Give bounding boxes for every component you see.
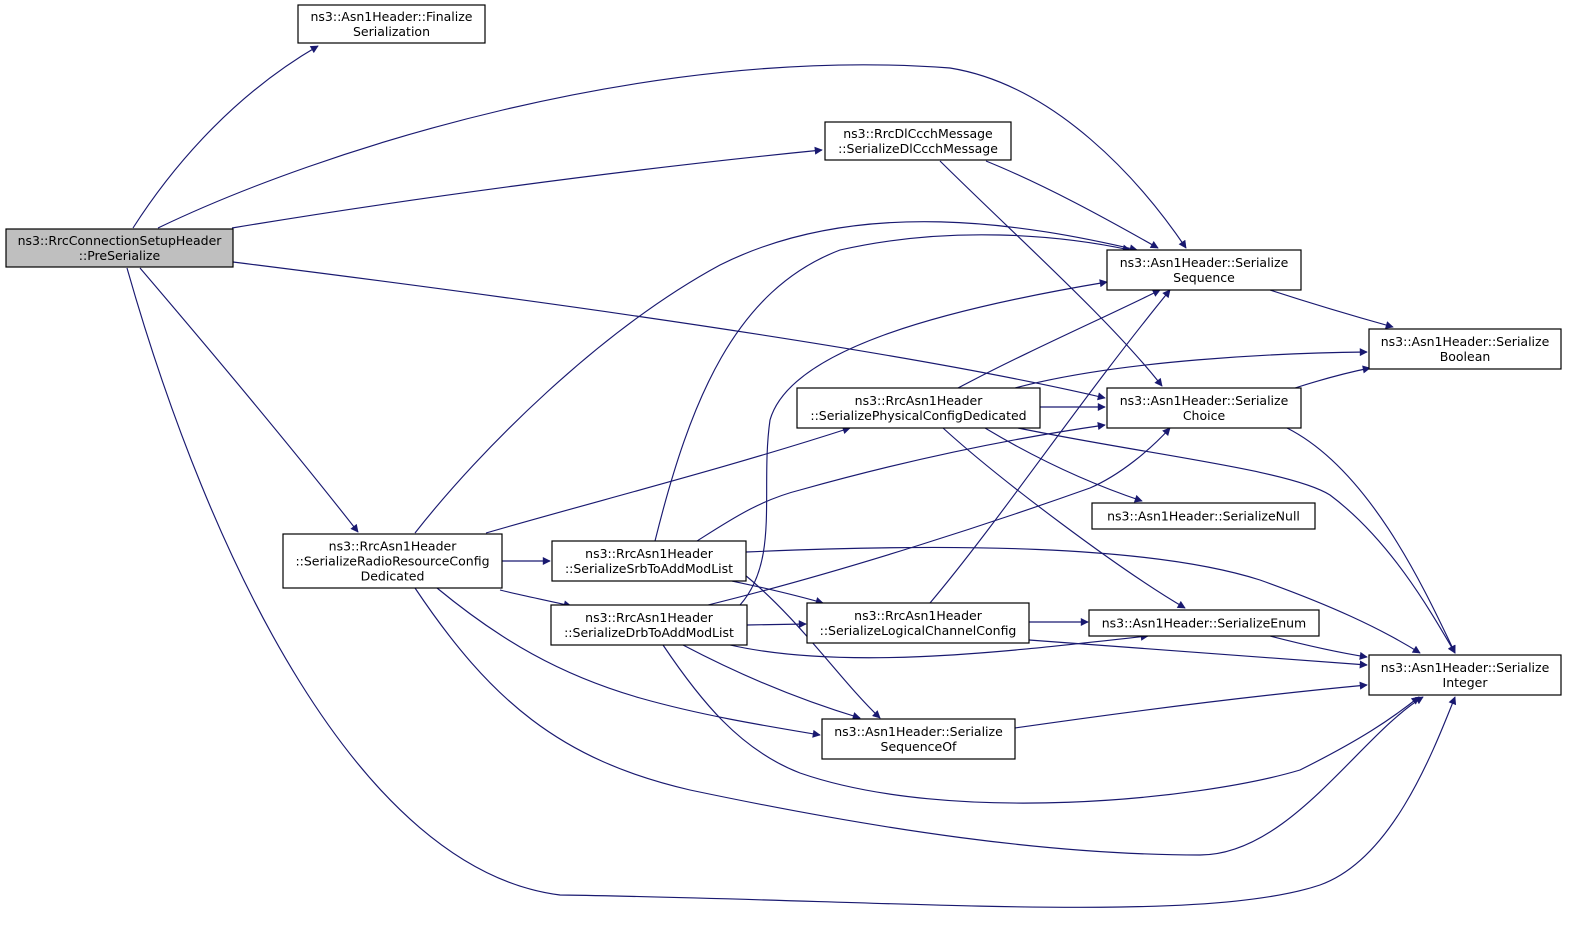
node-label-serializePhysicalConfigDedicated-line-0: ns3::RrcAsn1Header bbox=[855, 393, 984, 408]
edge-serializeDrbToAddModList-to-serializeLogicalChannelConfig bbox=[746, 620, 807, 629]
edge-serializeSrbToAddModList-to-serializeSequence bbox=[654, 234, 1131, 542]
node-label-serializeSequenceOf-line-0: ns3::Asn1Header::Serialize bbox=[834, 724, 1003, 739]
edge-serializeEnum-to-serializeInteger bbox=[1269, 635, 1368, 660]
edge-serializeDrbToAddModList-to-serializeChoice bbox=[707, 427, 1171, 606]
node-label-serializeDlCcchMessage-line-0: ns3::RrcDlCcchMessage bbox=[843, 126, 993, 141]
edge-serializeSrbToAddModList-to-serializeLogicalChannelConfig bbox=[731, 580, 824, 605]
node-serializePhysicalConfigDedicated[interactable]: ns3::RrcAsn1Header::SerializePhysicalCon… bbox=[796, 387, 1041, 429]
edge-serializePhysicalConfigDedicated-to-serializeNull bbox=[984, 427, 1143, 503]
node-box-serializeNull[interactable] bbox=[1091, 502, 1316, 530]
edge-serializeRadioResourceConfigDedicated-to-serializeSequenceOf bbox=[436, 587, 821, 738]
node-box-finalizeSerialization[interactable] bbox=[297, 4, 486, 44]
edge-preSerialize-to-serializeSequence bbox=[157, 64, 1187, 249]
node-label-preSerialize-line-0: ns3::RrcConnectionSetupHeader bbox=[18, 233, 223, 248]
node-box-serializeSrbToAddModList[interactable] bbox=[551, 540, 747, 582]
node-box-serializeSequenceOf[interactable] bbox=[821, 718, 1016, 760]
node-label-serializeDrbToAddModList-line-1: ::SerializeDrbToAddModList bbox=[564, 625, 734, 640]
edge-preSerialize-to-serializeRadioResourceConfigDedicated bbox=[139, 267, 359, 533]
edge-serializePhysicalConfigDedicated-to-serializeBoolean bbox=[1014, 348, 1368, 389]
node-serializeNull[interactable]: ns3::Asn1Header::SerializeNull bbox=[1091, 502, 1316, 530]
node-box-preSerialize[interactable] bbox=[5, 228, 234, 268]
node-label-serializeSequence-line-1: Sequence bbox=[1173, 270, 1235, 285]
node-label-serializeInteger-line-1: Integer bbox=[1443, 675, 1489, 690]
edge-serializeChoice-to-serializeBoolean bbox=[1294, 365, 1371, 389]
node-label-serializePhysicalConfigDedicated-line-1: ::SerializePhysicalConfigDedicated bbox=[810, 408, 1026, 423]
edge-serializeDrbToAddModList-to-serializeSequenceOf bbox=[682, 644, 861, 720]
edge-serializeChoice-to-serializeInteger bbox=[1286, 427, 1456, 654]
node-box-serializeSequence[interactable] bbox=[1106, 249, 1302, 291]
node-label-finalizeSerialization-line-1: Serialization bbox=[353, 24, 430, 39]
node-label-serializeNull-line-0: ns3::Asn1Header::SerializeNull bbox=[1107, 509, 1300, 524]
node-label-serializeDlCcchMessage-line-1: ::SerializeDlCcchMessage bbox=[838, 141, 998, 156]
node-label-serializeBoolean-line-0: ns3::Asn1Header::Serialize bbox=[1381, 334, 1550, 349]
edge-serializeRadioResourceConfigDedicated-to-serializeInteger bbox=[414, 587, 1424, 856]
edge-serializePhysicalConfigDedicated-to-serializeEnum bbox=[942, 427, 1186, 609]
node-box-serializeEnum[interactable] bbox=[1088, 609, 1320, 637]
nodes-layer: ns3::RrcConnectionSetupHeader::PreSerial… bbox=[5, 4, 1562, 760]
edge-serializeDrbToAddModList-to-serializeEnum bbox=[729, 632, 1149, 659]
node-preSerialize[interactable]: ns3::RrcConnectionSetupHeader::PreSerial… bbox=[5, 228, 234, 268]
edge-serializePhysicalConfigDedicated-to-serializeSequence bbox=[957, 289, 1161, 389]
node-label-serializeLogicalChannelConfig-line-1: ::SerializeLogicalChannelConfig bbox=[820, 623, 1017, 638]
node-box-serializeInteger[interactable] bbox=[1368, 654, 1562, 696]
node-box-serializeLogicalChannelConfig[interactable] bbox=[806, 602, 1030, 644]
edge-serializeLogicalChannelConfig-to-serializeSequence bbox=[929, 289, 1171, 604]
edge-serializeSrbToAddModList-to-serializeSequenceOf bbox=[744, 574, 881, 719]
edge-serializeRadioResourceConfigDedicated-to-serializePhysicalConfigDedicated bbox=[485, 426, 851, 534]
node-box-serializeRadioResourceConfigDedicated[interactable] bbox=[282, 533, 503, 589]
edge-preSerialize-to-serializeChoice bbox=[232, 261, 1106, 401]
edges-layer bbox=[126, 45, 1457, 908]
node-box-serializeDrbToAddModList[interactable] bbox=[550, 604, 748, 646]
node-label-serializeRadioResourceConfigDedicated-line-1: ::SerializeRadioResourceConfig bbox=[295, 554, 489, 569]
edge-serializePhysicalConfigDedicated-to-serializeInteger bbox=[1017, 427, 1456, 654]
node-box-serializeDlCcchMessage[interactable] bbox=[824, 121, 1012, 161]
node-label-serializeRadioResourceConfigDedicated-line-0: ns3::RrcAsn1Header bbox=[329, 539, 458, 554]
edge-serializeSrbToAddModList-to-serializeInteger bbox=[745, 546, 1421, 654]
node-label-serializeBoolean-line-1: Boolean bbox=[1440, 349, 1491, 364]
node-label-serializeInteger-line-0: ns3::Asn1Header::Serialize bbox=[1381, 660, 1550, 675]
node-box-serializeChoice[interactable] bbox=[1106, 387, 1302, 429]
node-label-serializeEnum-line-0: ns3::Asn1Header::SerializeEnum bbox=[1102, 616, 1306, 631]
node-serializeLogicalChannelConfig[interactable]: ns3::RrcAsn1Header::SerializeLogicalChan… bbox=[806, 602, 1030, 644]
edge-serializeRadioResourceConfigDedicated-to-serializeDrbToAddModList bbox=[499, 589, 572, 609]
edge-preSerialize-to-serializeDlCcchMessage bbox=[231, 146, 823, 229]
edge-serializeSequence-to-serializeBoolean bbox=[1269, 289, 1394, 329]
node-label-serializeDrbToAddModList-line-0: ns3::RrcAsn1Header bbox=[585, 610, 714, 625]
node-serializeDrbToAddModList[interactable]: ns3::RrcAsn1Header::SerializeDrbToAddMod… bbox=[550, 604, 748, 646]
node-label-serializeSrbToAddModList-line-0: ns3::RrcAsn1Header bbox=[585, 546, 714, 561]
edge-serializeSequenceOf-to-serializeInteger bbox=[1014, 681, 1368, 729]
node-box-serializePhysicalConfigDedicated[interactable] bbox=[796, 387, 1041, 429]
edge-serializeSrbToAddModList-to-serializeChoice bbox=[696, 422, 1106, 542]
node-label-serializeSequence-line-0: ns3::Asn1Header::Serialize bbox=[1120, 255, 1289, 270]
node-label-serializeRadioResourceConfigDedicated-line-2: Dedicated bbox=[361, 569, 425, 584]
node-serializeSrbToAddModList[interactable]: ns3::RrcAsn1Header::SerializeSrbToAddMod… bbox=[551, 540, 747, 582]
node-serializeRadioResourceConfigDedicated[interactable]: ns3::RrcAsn1Header::SerializeRadioResour… bbox=[282, 533, 503, 589]
node-label-serializeChoice-line-0: ns3::Asn1Header::Serialize bbox=[1120, 393, 1289, 408]
node-label-serializeLogicalChannelConfig-line-0: ns3::RrcAsn1Header bbox=[854, 608, 983, 623]
node-label-serializeSrbToAddModList-line-1: ::SerializeSrbToAddModList bbox=[565, 561, 733, 576]
node-label-serializeSequenceOf-line-1: SequenceOf bbox=[881, 739, 957, 754]
edge-serializeDlCcchMessage-to-serializeSequence bbox=[985, 160, 1159, 249]
edge-serializeDlCcchMessage-to-serializeChoice bbox=[939, 160, 1163, 387]
edge-serializeRadioResourceConfigDedicated-to-serializeSequence bbox=[414, 221, 1138, 534]
node-label-serializeChoice-line-1: Choice bbox=[1183, 408, 1226, 423]
node-serializeDlCcchMessage[interactable]: ns3::RrcDlCcchMessage::SerializeDlCcchMe… bbox=[824, 121, 1012, 161]
edge-serializeDrbToAddModList-to-serializeInteger bbox=[662, 644, 1420, 804]
edge-preSerialize-to-finalizeSerialization bbox=[132, 45, 319, 229]
node-label-preSerialize-line-1: ::PreSerialize bbox=[79, 248, 161, 263]
node-label-finalizeSerialization-line-0: ns3::Asn1Header::Finalize bbox=[311, 9, 473, 24]
node-serializeEnum[interactable]: ns3::Asn1Header::SerializeEnum bbox=[1088, 609, 1320, 637]
edge-serializeLogicalChannelConfig-to-serializeInteger bbox=[1028, 639, 1368, 669]
edge-serializeDrbToAddModList-to-serializeSequence bbox=[739, 279, 1108, 606]
node-box-serializeBoolean[interactable] bbox=[1368, 328, 1562, 370]
edge-preSerialize-to-serializeInteger bbox=[126, 267, 1457, 908]
